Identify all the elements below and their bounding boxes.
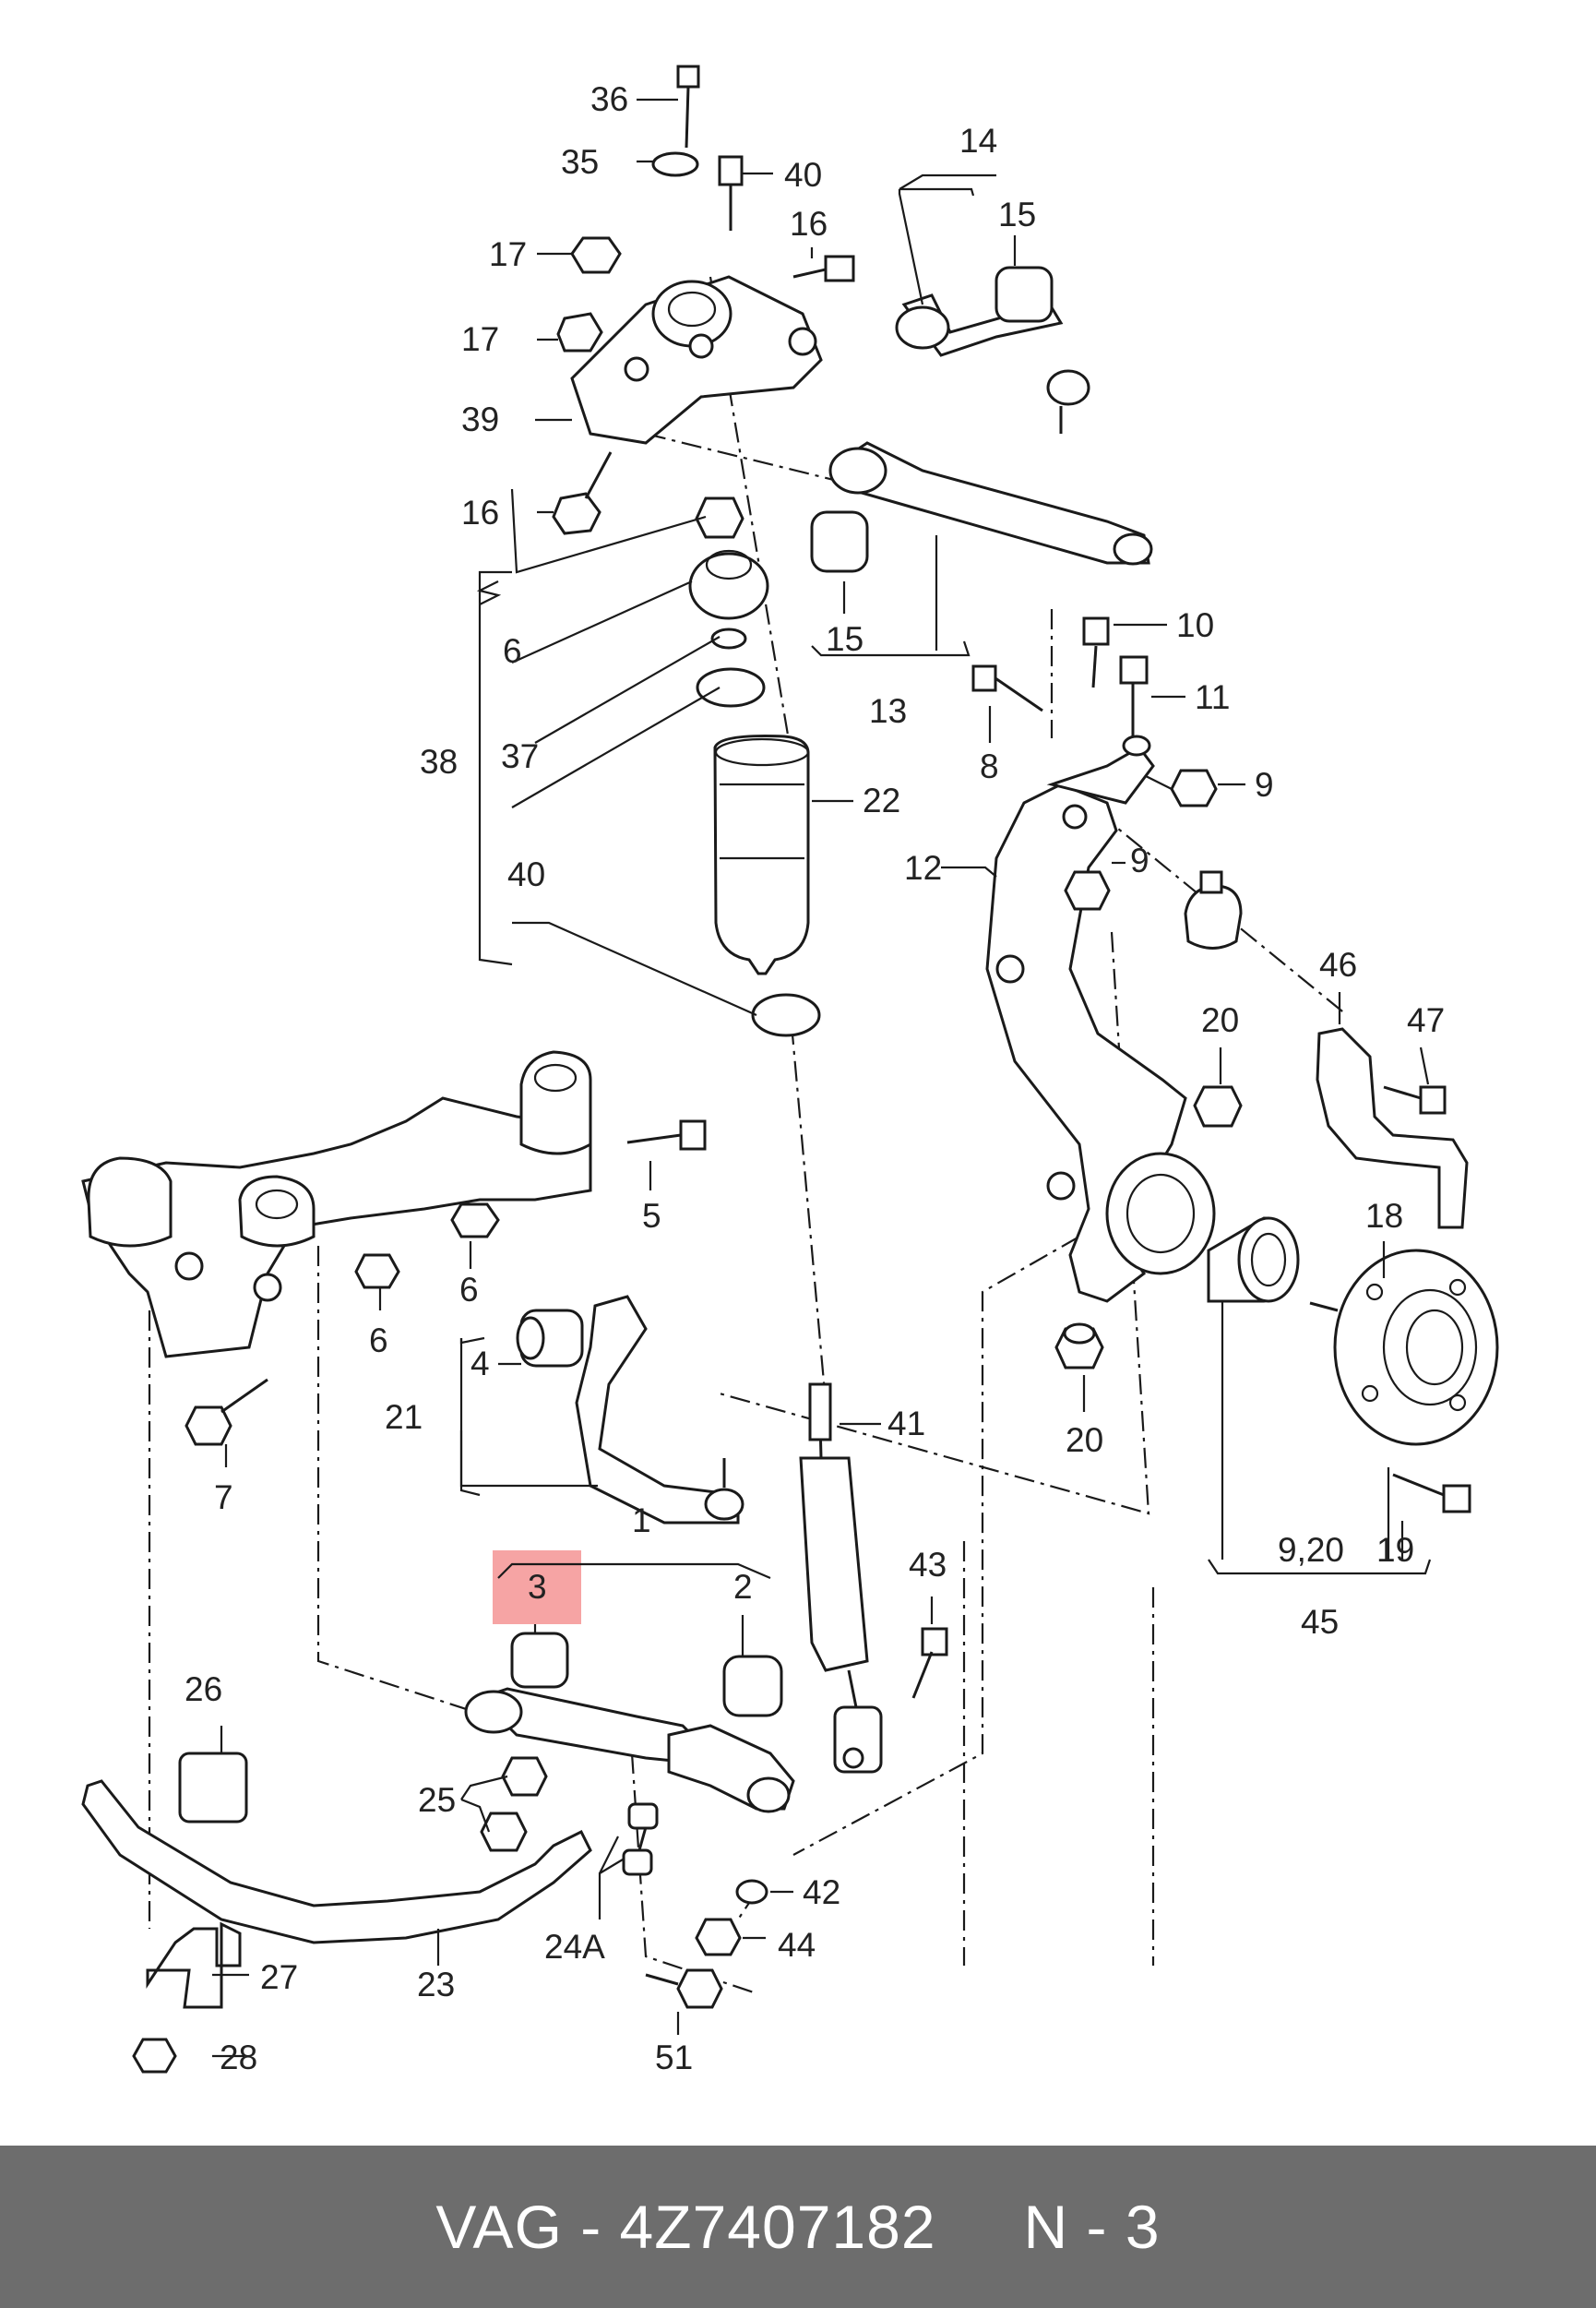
callout-18: 18 xyxy=(1365,1197,1403,1235)
callout-15-bottom: 15 xyxy=(826,620,864,658)
highlight-callout-3 xyxy=(493,1550,581,1624)
callout-22: 22 xyxy=(863,782,900,819)
lower-arm-1 xyxy=(464,1632,795,1813)
callouts: 36 35 40 14 15 17 16 17 39 16 15 10 13 1… xyxy=(185,80,1445,2076)
bolt-47 xyxy=(1383,1085,1447,1115)
callout-45: 45 xyxy=(1301,1603,1339,1641)
strut-top-mount xyxy=(570,275,823,445)
bolt-19 xyxy=(1392,1473,1471,1513)
callout-19: 19 xyxy=(1376,1531,1414,1569)
nut-6-subframe-a xyxy=(450,1202,500,1238)
callout-16-top: 16 xyxy=(790,205,828,243)
callout-26: 26 xyxy=(185,1670,222,1708)
nut-44 xyxy=(695,1918,742,1956)
bracket-upper xyxy=(1046,735,1155,805)
callout-44: 44 xyxy=(778,1926,816,1964)
callout-3: 3 xyxy=(528,1568,547,1606)
callout-11: 11 xyxy=(1195,678,1230,716)
link-24A xyxy=(622,1802,659,1876)
diagram-svg: 36 35 40 14 15 17 16 17 39 16 15 10 13 1… xyxy=(81,65,1499,2076)
callout-42: 42 xyxy=(803,1873,840,1911)
callout-13: 13 xyxy=(869,692,907,730)
air-spring-22 xyxy=(713,735,821,1037)
steering-knuckle-12 xyxy=(985,783,1216,1303)
nut-20-upper xyxy=(1193,1085,1243,1128)
heat-shield-46 xyxy=(1316,1027,1469,1229)
bolt-8 xyxy=(971,664,1043,712)
callout-9-mid: 9 xyxy=(1130,842,1149,879)
callout-41: 41 xyxy=(887,1405,925,1442)
callout-6-mid: 6 xyxy=(459,1271,479,1309)
nut-20-lower xyxy=(1054,1322,1104,1369)
bolt-43 xyxy=(911,1627,948,1699)
part-number-label: VAG - 4Z7407182 xyxy=(435,2193,936,2261)
suspension-exploded-diagram: 36 35 40 14 15 17 16 17 39 16 15 10 13 1… xyxy=(81,65,1499,2076)
callout-9-20: 9,20 xyxy=(1278,1531,1344,1569)
callout-36: 36 xyxy=(590,80,628,118)
nuts-25 xyxy=(480,1756,548,1852)
callout-14: 14 xyxy=(959,122,997,160)
bolt-36 xyxy=(651,65,700,177)
nut-9-b xyxy=(1064,870,1111,911)
nut-17-top xyxy=(556,236,622,353)
callout-20-upper: 20 xyxy=(1201,1001,1239,1039)
callout-9-top: 9 xyxy=(1255,766,1274,804)
callout-5: 5 xyxy=(642,1197,661,1235)
leader-lines xyxy=(212,98,1432,2058)
bolt-10 xyxy=(1082,616,1110,688)
callout-6-top: 6 xyxy=(503,632,522,670)
top-bushing-stack xyxy=(688,496,769,708)
upper-arm-13 xyxy=(810,441,1153,573)
diagram-position-label: N - 3 xyxy=(1023,2193,1161,2261)
callout-2: 2 xyxy=(733,1568,753,1606)
bolt-7 xyxy=(185,1378,268,1446)
callout-40-mid: 40 xyxy=(507,855,545,893)
wheel-bearing-18 xyxy=(1207,1216,1300,1303)
callout-1: 1 xyxy=(632,1501,651,1539)
callout-17-top: 17 xyxy=(489,235,527,273)
callout-38: 38 xyxy=(420,743,458,781)
callout-47: 47 xyxy=(1407,1001,1445,1039)
callout-12: 12 xyxy=(904,849,942,887)
ball-joint xyxy=(1184,870,1243,950)
callout-51: 51 xyxy=(655,2039,693,2076)
callout-4: 4 xyxy=(470,1345,490,1382)
callout-20-lower: 20 xyxy=(1066,1421,1103,1459)
wheel-hub xyxy=(1309,1249,1499,1446)
washer-42 xyxy=(735,1879,768,1905)
bolt-16-top xyxy=(792,255,855,282)
nut-9-a xyxy=(1143,769,1218,807)
bolt-51 xyxy=(645,1968,723,2009)
callout-10: 10 xyxy=(1176,606,1214,644)
callout-40-top: 40 xyxy=(784,156,822,194)
callout-24A: 24A xyxy=(544,1928,605,1966)
part-number-footer: VAG - 4Z7407182 N - 3 xyxy=(0,2146,1596,2308)
callout-25: 25 xyxy=(418,1781,456,1819)
callout-28: 28 xyxy=(220,2039,257,2076)
callout-35: 35 xyxy=(561,143,599,181)
callout-8: 8 xyxy=(980,747,999,785)
bolt-16-bottom xyxy=(552,451,613,535)
callout-27: 27 xyxy=(260,1958,298,1996)
bolt-5 xyxy=(626,1119,707,1151)
callout-43: 43 xyxy=(909,1546,947,1584)
stabilizer-bar-23 xyxy=(81,1752,592,2074)
nut-6-subframe-b xyxy=(354,1253,400,1289)
callout-16-bottom: 16 xyxy=(461,494,499,532)
subframe xyxy=(81,1050,592,1358)
callout-7: 7 xyxy=(214,1478,233,1516)
callout-21: 21 xyxy=(385,1398,423,1436)
callout-6-left: 6 xyxy=(369,1321,388,1359)
callout-15-top: 15 xyxy=(998,196,1036,233)
callout-39: 39 xyxy=(461,401,499,438)
callout-37: 37 xyxy=(501,737,539,775)
shock-absorber-41 xyxy=(799,1382,883,1774)
bolt-11 xyxy=(1119,655,1149,738)
callout-17-mid: 17 xyxy=(461,320,499,358)
callout-46: 46 xyxy=(1319,946,1357,984)
wishbone-21 xyxy=(516,1295,744,1525)
bolt-40-top xyxy=(718,155,744,231)
upper-arm-14 xyxy=(895,266,1090,434)
callout-23: 23 xyxy=(417,1966,455,2003)
